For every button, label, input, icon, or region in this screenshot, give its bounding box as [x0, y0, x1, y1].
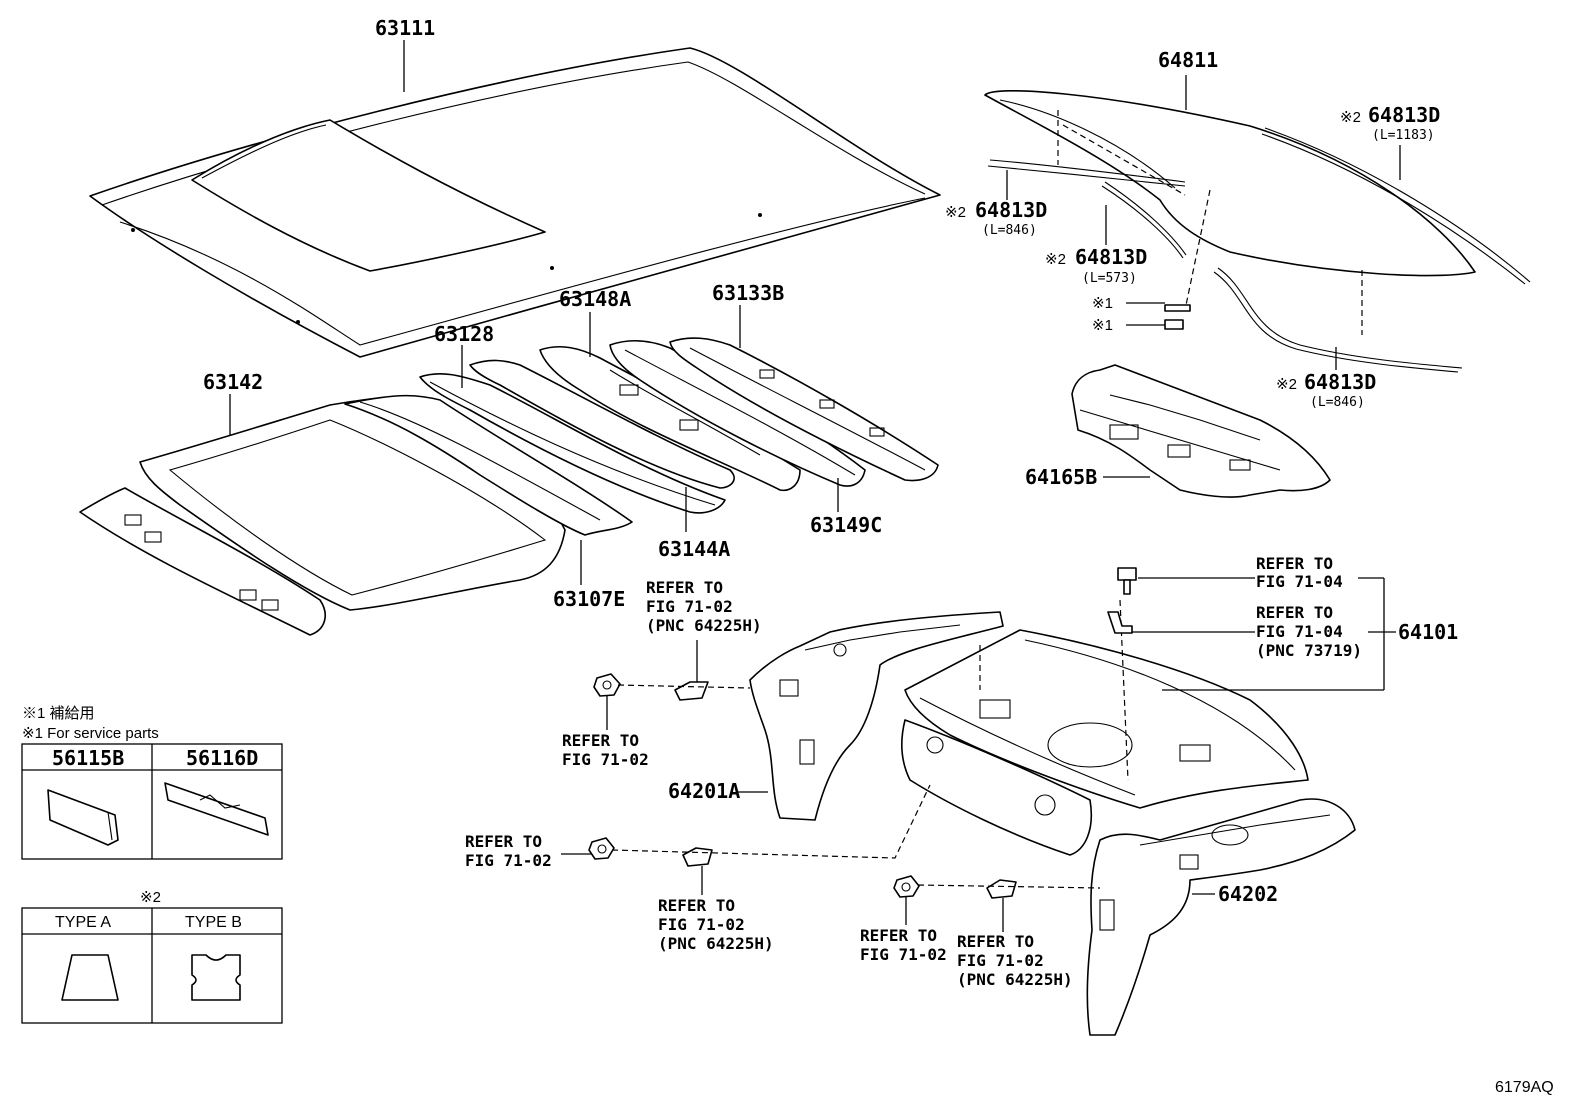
- svg-text:FIG 71-04: FIG 71-04: [1256, 572, 1343, 591]
- clip-icon: [1107, 611, 1133, 634]
- svg-text:※2: ※2: [1045, 251, 1066, 268]
- roof-bow-63148A-drawing: [539, 345, 801, 492]
- svg-text:REFER TO: REFER TO: [860, 926, 937, 945]
- svg-text:64813D: 64813D: [1304, 370, 1376, 394]
- label-back-window-glass: 64811: [1158, 48, 1218, 72]
- refer-fig-71-04-a: REFER TO FIG 71-04: [1256, 554, 1343, 591]
- svg-text:FIG 71-02: FIG 71-02: [465, 851, 552, 870]
- molding-label-1: ※2 64813D (L=1183): [1340, 103, 1440, 143]
- legend-note-1-jp: ※1 補給用: [22, 705, 95, 722]
- molding-label-4: ※2 64813D (L=846): [1276, 370, 1376, 410]
- svg-text:FIG 71-02: FIG 71-02: [957, 951, 1044, 970]
- svg-text:(L=846): (L=846): [982, 223, 1037, 238]
- label-quarter-panel-inner-left: 64201A: [668, 779, 740, 803]
- type-a-label: TYPE A: [55, 914, 111, 931]
- nut-icon: [593, 673, 621, 697]
- svg-text:※2: ※2: [1276, 376, 1297, 393]
- refer-fig-71-04-b: REFER TO FIG 71-04 (PNC 73719): [1256, 603, 1362, 660]
- quarter-panel-inner-left-drawing: [749, 611, 1004, 821]
- svg-text:※2: ※2: [1340, 109, 1361, 126]
- label-roof-rail: 63107E: [553, 587, 625, 611]
- back-window-glass-drawing: [984, 90, 1531, 373]
- svg-text:64813D: 64813D: [1075, 245, 1147, 269]
- refer-fig-71-02-bottom: REFER TO FIG 71-02: [860, 926, 947, 964]
- svg-text:(PNC 64225H): (PNC 64225H): [646, 616, 762, 635]
- roof-reinforcement-63128-drawing: [419, 372, 726, 514]
- label-package-tray-silencer: 64165B: [1025, 465, 1097, 489]
- package-tray-silencer-drawing: [1071, 364, 1331, 498]
- label-roof-bow-63133B: 63133B: [712, 281, 784, 305]
- svg-text:FIG 71-02: FIG 71-02: [646, 597, 733, 616]
- nut-icon: [893, 875, 920, 898]
- label-roof-sub-frame: 63142: [203, 370, 263, 394]
- svg-text:(PNC 64225H): (PNC 64225H): [957, 970, 1073, 989]
- svg-text:REFER TO: REFER TO: [1256, 554, 1333, 573]
- svg-text:REFER TO: REFER TO: [465, 832, 542, 851]
- label-quarter-panel-inner-right: 64202: [1218, 882, 1278, 906]
- bolt-icon: [1117, 567, 1137, 595]
- roof-rail-drawing: [344, 394, 633, 536]
- roof-bow-63133B-drawing: [669, 337, 939, 482]
- svg-text:FIG 71-02: FIG 71-02: [860, 945, 947, 964]
- quarter-panel-inner-right-drawing: [1086, 798, 1356, 1036]
- service-part-56115B: 56115B: [52, 746, 124, 770]
- roof-panel-drawing: [89, 47, 941, 358]
- roof-bow-63149C-drawing: [609, 339, 866, 487]
- nut-icon: [588, 837, 615, 860]
- type-table: TYPE A TYPE B: [21, 907, 283, 1024]
- service-mark-labels: ※1 ※1: [1092, 295, 1113, 334]
- svg-text:(L=1183): (L=1183): [1372, 128, 1435, 143]
- refer-fig-71-02-mid: REFER TO FIG 71-02 (PNC 64225H): [658, 896, 774, 953]
- svg-text:(L=846): (L=846): [1310, 395, 1365, 410]
- svg-text:REFER TO: REFER TO: [658, 896, 735, 915]
- type-b-label: TYPE B: [185, 914, 242, 931]
- bracket-icon: [674, 681, 709, 701]
- svg-text:REFER TO: REFER TO: [957, 932, 1034, 951]
- svg-text:(PNC 73719): (PNC 73719): [1256, 641, 1362, 660]
- svg-text:64813D: 64813D: [1368, 103, 1440, 127]
- bracket-icon: [682, 847, 713, 867]
- roof-reinforcement-63144A-drawing: [469, 359, 735, 489]
- legend-note-1-en: ※1 For service parts: [22, 725, 159, 742]
- label-roof-bow-63148A: 63148A: [559, 287, 631, 311]
- svg-text:※1: ※1: [1092, 295, 1113, 312]
- service-parts-table: 56115B 56116D: [21, 743, 283, 860]
- refer-fig-71-02-left: REFER TO FIG 71-02: [562, 731, 649, 769]
- svg-text:(PNC 64225H): (PNC 64225H): [658, 934, 774, 953]
- svg-text:※1: ※1: [1092, 317, 1113, 334]
- svg-text:REFER TO: REFER TO: [1256, 603, 1333, 622]
- label-package-tray: 64101: [1398, 620, 1458, 644]
- molding-label-2: ※2 64813D (L=846): [945, 198, 1047, 238]
- molding-label-3: ※2 64813D (L=573): [1045, 245, 1147, 286]
- service-part-56116D: 56116D: [186, 746, 258, 770]
- svg-text:FIG 71-02: FIG 71-02: [562, 750, 649, 769]
- svg-text:FIG 71-04: FIG 71-04: [1256, 622, 1343, 641]
- figure-code: 6179AQ: [1495, 1079, 1554, 1096]
- svg-text:REFER TO: REFER TO: [562, 731, 639, 750]
- bracket-icon: [986, 879, 1017, 899]
- svg-text:64813D: 64813D: [975, 198, 1047, 222]
- svg-text:※2: ※2: [945, 204, 966, 221]
- refer-fig-71-02-mid-left: REFER TO FIG 71-02: [465, 832, 552, 870]
- svg-text:(L=573): (L=573): [1082, 271, 1137, 286]
- refer-fig-71-02-top: REFER TO FIG 71-02 (PNC 64225H): [646, 578, 762, 635]
- label-roof-bow-63149C: 63149C: [810, 513, 882, 537]
- svg-text:REFER TO: REFER TO: [646, 578, 723, 597]
- legend-note-2: ※2: [140, 889, 161, 906]
- package-tray-drawing: [900, 629, 1309, 856]
- label-roof-reinforcement-63128: 63128: [434, 322, 494, 346]
- label-roof-reinforcement-63144A: 63144A: [658, 537, 730, 561]
- svg-text:FIG 71-02: FIG 71-02: [658, 915, 745, 934]
- refer-fig-71-02-bottom-right: REFER TO FIG 71-02 (PNC 64225H): [957, 932, 1073, 989]
- label-roof-panel: 63111: [375, 16, 435, 40]
